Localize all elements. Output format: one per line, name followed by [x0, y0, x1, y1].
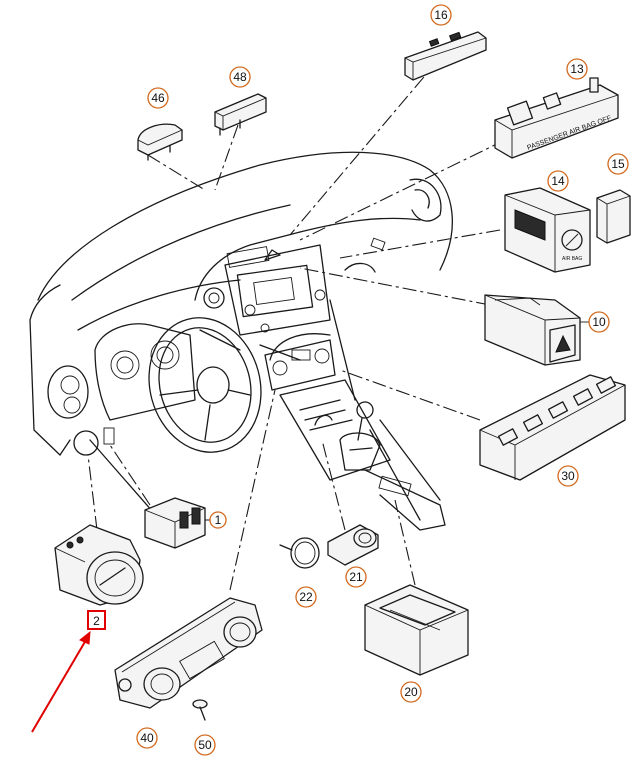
- callout-30-label: 30: [561, 469, 575, 483]
- instrument-cluster: [94, 323, 196, 421]
- callout-22-label: 22: [299, 590, 313, 604]
- dash-climate-panel: [264, 339, 336, 391]
- callout-15: 15: [607, 153, 629, 175]
- callout-14: 14: [547, 170, 569, 192]
- part-14-key-switch: AIR BAG: [504, 187, 591, 273]
- center-stack: [203, 237, 386, 336]
- part-30-switch-module: [479, 374, 626, 481]
- callout-22: 22: [295, 586, 317, 608]
- callout-48: 48: [229, 66, 251, 88]
- steering-wheel: [148, 317, 262, 453]
- callout-1: 1: [209, 511, 227, 529]
- callout-2-label: 2: [93, 614, 100, 628]
- callout-40-label: 40: [140, 731, 154, 745]
- callout-14-label: 14: [551, 174, 565, 188]
- part-48-switch-blank: [214, 93, 267, 136]
- callout-16: 16: [430, 4, 452, 26]
- part-22-ring: [279, 537, 320, 569]
- callout-48-label: 48: [233, 70, 247, 84]
- callout-10: 10: [580, 311, 610, 333]
- dashboard-outline: [29, 151, 453, 521]
- part-21-socket: [327, 524, 379, 566]
- part-14-print: AIR BAG: [562, 256, 582, 262]
- part-13-airbag-indicator: PASSENGER AIR BAG OFF: [494, 77, 619, 159]
- callout-46-label: 46: [151, 91, 165, 105]
- part-10-hazard-switch: [484, 294, 581, 366]
- part-2-headlight-switch: [54, 524, 144, 606]
- callout-13: 13: [566, 58, 588, 80]
- center-console: [279, 379, 446, 531]
- callout-46: 46: [147, 87, 169, 109]
- callout-21: 21: [345, 566, 367, 588]
- callout-20-label: 20: [404, 685, 418, 699]
- highlighted-callout-2: 2: [87, 610, 106, 630]
- callout-50-label: 50: [198, 738, 212, 752]
- part-46-button: [137, 123, 183, 161]
- dash-light-switch: [73, 427, 115, 456]
- red-pointer-arrow: [31, 630, 91, 733]
- part-50-screw: [192, 699, 208, 721]
- part-40-climate-control: [114, 597, 263, 709]
- part-20-storage-unit: [364, 584, 469, 676]
- callout-10-label: 10: [592, 315, 606, 329]
- part-16-cover-strip: [404, 31, 487, 81]
- part-15-blank: [596, 189, 631, 244]
- callout-15-label: 15: [611, 157, 625, 171]
- callout-21-label: 21: [349, 570, 363, 584]
- part-1-switch: [144, 497, 206, 549]
- callout-40: 40: [136, 727, 158, 749]
- callout-13-label: 13: [570, 62, 584, 76]
- left-air-vent: [47, 365, 89, 419]
- callout-1-label: 1: [215, 513, 222, 527]
- callout-30: 30: [557, 465, 579, 487]
- callout-50: 50: [194, 734, 216, 756]
- leader-lines: [87, 57, 506, 591]
- callout-16-label: 16: [434, 8, 448, 22]
- callout-20: 20: [400, 681, 422, 703]
